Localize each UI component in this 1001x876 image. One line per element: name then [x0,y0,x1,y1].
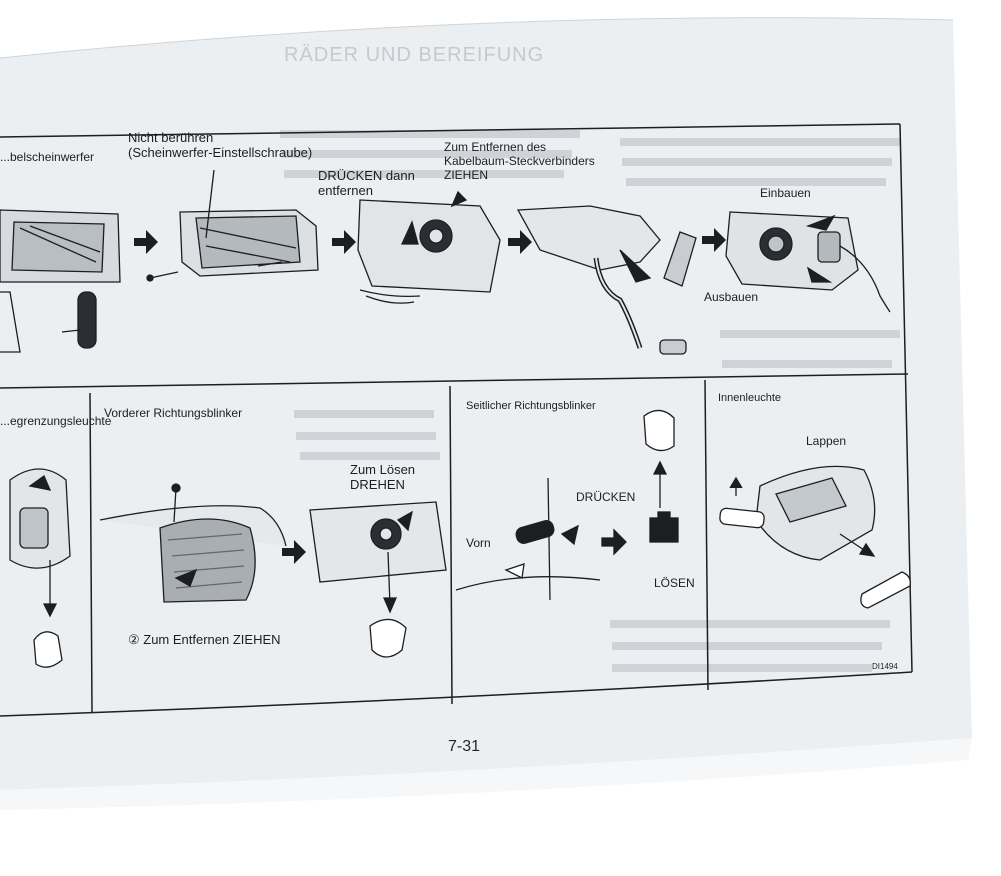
interior-light-illustration [719,465,911,609]
label-press-then-remove: DRÜCKEN dann entfernen [318,168,415,199]
label-pull-to-remove: ② Zum Entfernen ZIEHEN [128,632,281,647]
label-tab: Lappen [806,434,847,448]
bleed-through-header: RÄDER UND BEREIFUNG [284,44,545,66]
bleed-through-text [280,130,900,672]
label-no-touch: Nicht berühren (Scheinwerfer-Einstellsch… [128,130,313,161]
side-marker-illustration [9,468,71,668]
headlight-illustration-3 [357,190,501,304]
label-turn-to-release: Zum Lösen DREHEN [350,462,416,493]
label-release: LÖSEN [654,576,695,590]
section-title-side-marker: ...egrenzungsleuchte [0,414,112,428]
page-number: 7-31 [448,738,481,755]
flow-arrows-top [134,228,726,254]
label-install: Einbauen [760,186,811,200]
figure-code: DI1494 [872,662,898,671]
headlight-illustration-1 [0,209,121,353]
side-indicator-illustration [455,409,679,601]
section-title-side-indicator: Seitlicher Richtungsblinker [466,400,596,412]
headlight-illustration-5 [725,211,891,313]
headlight-illustration-4 [516,205,697,355]
label-front: Vorn [466,536,491,550]
turn-release-illustration [282,501,447,658]
label-press: DRÜCKEN [576,490,636,504]
label-connector-pull: Zum Entfernen des Kabelbaum-Steckverbind… [444,140,595,183]
section-title-front-indicator: Vorderer Richtungsblinker [104,406,243,420]
label-remove: Ausbauen [704,290,759,304]
section-title-fog-light: ...belscheinwerfer [0,150,95,164]
section-title-interior-light: Innenleuchte [718,392,781,404]
headlight-illustration-2 [146,169,319,282]
front-indicator-illustration [99,483,287,603]
